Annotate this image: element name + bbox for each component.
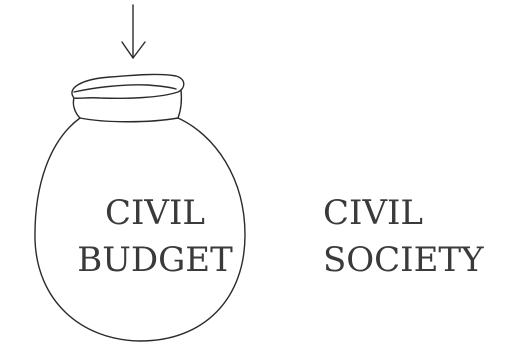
down-arrow-icon xyxy=(121,4,146,59)
jar-lid-rim-left xyxy=(72,97,81,119)
civil-society-label: CIVIL SOCIETY xyxy=(323,190,484,284)
jar-lid-top xyxy=(71,73,185,100)
civil-budget-label: CIVIL BUDGET xyxy=(70,190,240,284)
civil-budget-line1: CIVIL xyxy=(104,193,205,233)
jar-body xyxy=(34,117,246,342)
jar-lid-rim-right xyxy=(177,89,183,119)
jar-lid-inner xyxy=(73,84,177,93)
civil-budget-line2: BUDGET xyxy=(77,240,233,280)
jar-lid xyxy=(71,73,185,123)
jar-lid-rim-bottom xyxy=(79,117,179,123)
civil-society-line1: CIVIL xyxy=(323,193,424,233)
arrow-head xyxy=(121,41,146,59)
civil-society-line2: SOCIETY xyxy=(323,240,484,280)
